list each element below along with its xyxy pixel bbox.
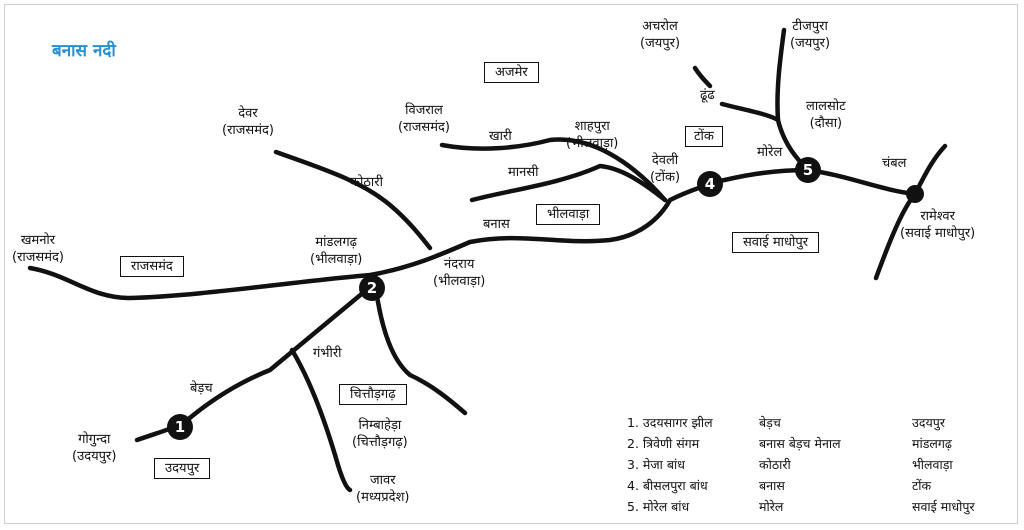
place-mandalgarh: मांडलगढ़(भीलवाड़ा) <box>310 235 363 267</box>
river-gambhiri <box>289 347 353 493</box>
marker-4: 4 <box>697 171 723 197</box>
svg-text:5: 5 <box>803 161 813 179</box>
river-dhoondh <box>719 101 781 123</box>
place-nandrai: नंदराय(भीलवाड़ा) <box>433 257 486 289</box>
place-khamnor: खमनोर(राजसमंद) <box>12 233 64 265</box>
place-nimbahera: निम्बाहेड़ा(चित्तौड़गढ़) <box>352 418 408 450</box>
region-rajsamand: राजसमंद <box>120 256 184 277</box>
river-khari <box>439 137 668 203</box>
region-sawai-madhopur: सवाई माधोपुर <box>732 232 820 253</box>
place-khari: खारी <box>489 129 512 144</box>
place-mansi: मानसी <box>508 165 539 180</box>
place-shahpura: शाहपुरा(भीलवाड़ा) <box>566 119 619 151</box>
region-tonk: टोंक <box>685 126 723 147</box>
place-jawar: जावर(मध्यप्रदेश) <box>356 473 410 505</box>
place-lalsot: लालसोट(दौसा) <box>806 99 846 131</box>
svg-text:4: 4 <box>705 175 715 193</box>
region-ajmer: अजमेर <box>484 62 539 83</box>
place-achrol: अचरोल(जयपुर) <box>640 19 681 51</box>
place-bedach: बेड़च <box>190 381 213 396</box>
marker-2: 2 <box>359 275 385 301</box>
marker-5: 5 <box>795 157 821 183</box>
svg-text:2: 2 <box>367 279 377 297</box>
place-devar: देवर(राजसमंद) <box>222 106 274 138</box>
river-banas-main <box>27 167 918 301</box>
region-bhilwara: भीलवाड़ा <box>536 204 601 225</box>
region-udaipur: उदयपुर <box>154 458 211 479</box>
place-rameshwar: रामेश्वर(सवाई माधोपुर) <box>900 209 976 241</box>
map-title: बनास नदी <box>52 41 116 61</box>
svg-text:1: 1 <box>175 418 185 436</box>
map-frame <box>4 4 1018 524</box>
place-dhoondh: ढूंढ <box>700 88 715 103</box>
place-kothari: कोठारी <box>350 175 383 190</box>
place-vijral: विजराल(राजसमंद) <box>398 103 450 135</box>
region-chittorgarh: चित्तौड़गढ़ <box>339 384 407 405</box>
place-deolee: देवली(टोंक) <box>650 153 681 185</box>
place-gambhiri: गंभीरी <box>313 346 342 361</box>
river-achrol-stub <box>692 65 713 89</box>
place-banas-label: बनास <box>483 217 510 232</box>
place-morel: मोरेल <box>757 145 783 160</box>
river-kothari <box>273 149 433 251</box>
marker-1: 1 <box>167 414 193 440</box>
rameshwar-dot <box>906 185 924 203</box>
river-mansi <box>469 163 668 203</box>
place-gogunda: गोगुन्दा(उदयपुर) <box>72 432 117 464</box>
place-chambal: चंबल <box>882 156 907 171</box>
river-menal <box>373 287 468 416</box>
place-tijpura: टीजपुरा(जयपुर) <box>790 19 831 51</box>
